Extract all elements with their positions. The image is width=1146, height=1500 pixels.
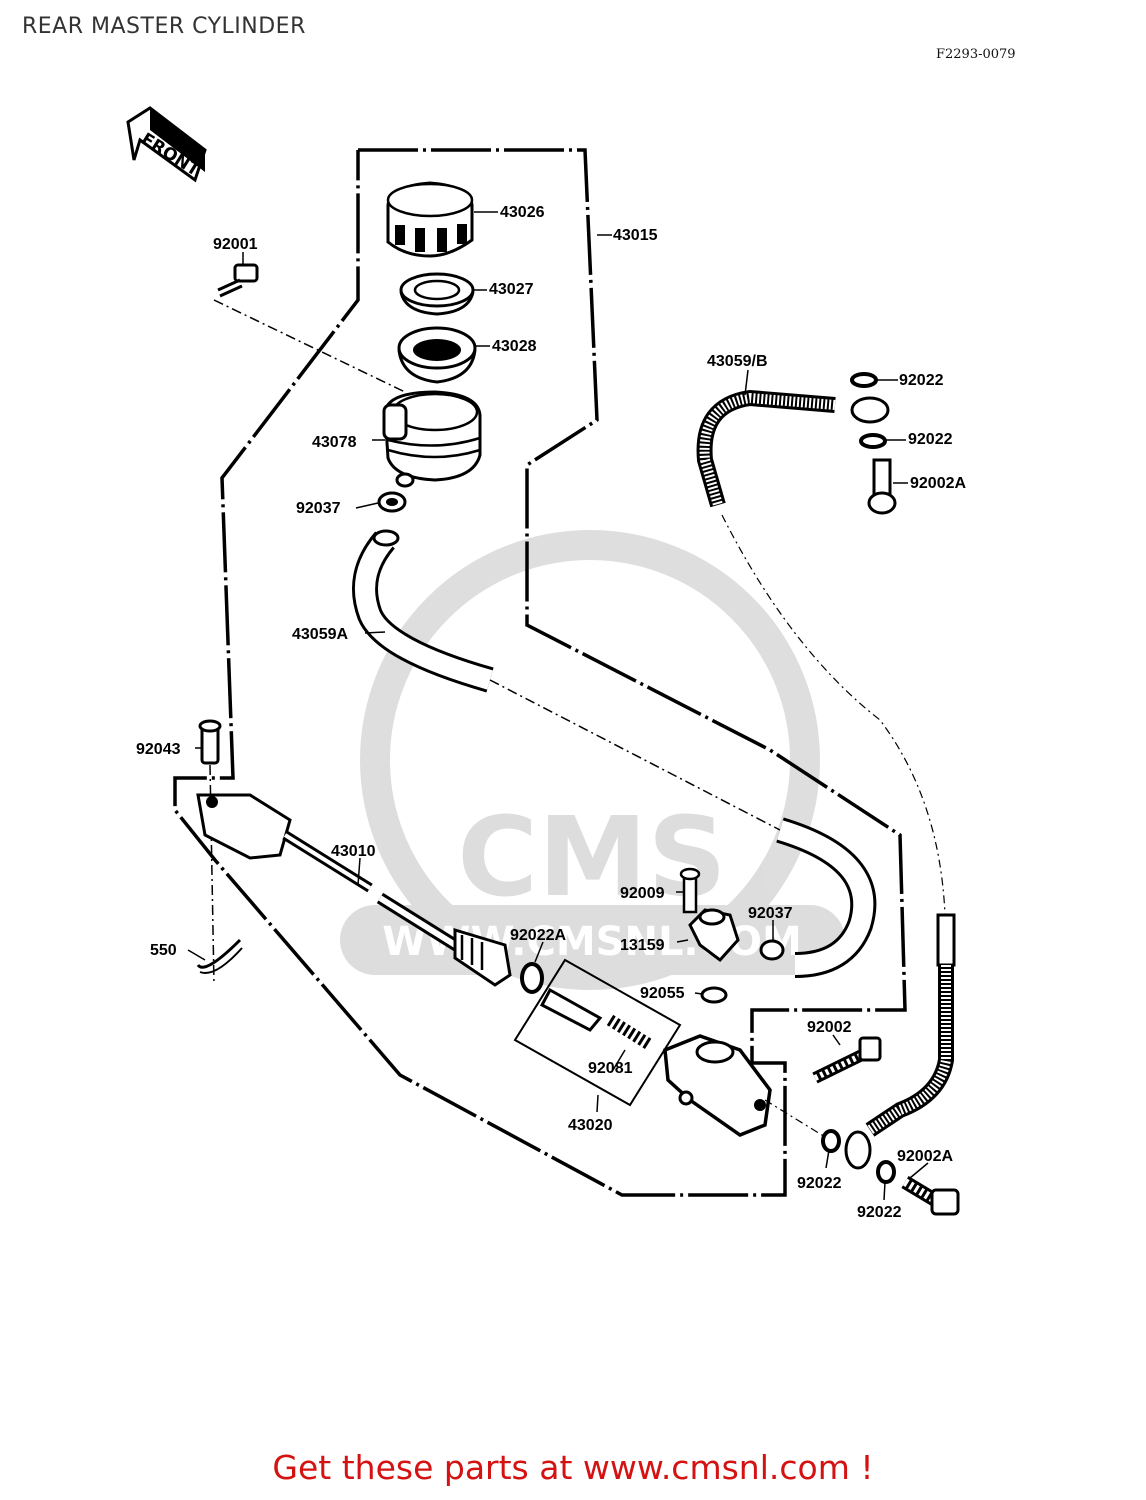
label-43059a: 43059A [292, 626, 348, 643]
leader-lines [187, 211, 929, 1201]
label-92002a-lower: 92002A [897, 1148, 953, 1165]
reservoir-cap [386, 181, 474, 258]
label-92081: 92081 [588, 1060, 633, 1077]
reservoir-hose [352, 529, 877, 978]
reservoir-bolt [213, 263, 406, 393]
label-92022-lower-2: 92022 [857, 1204, 902, 1221]
label-13159: 13159 [620, 937, 665, 954]
label-43026: 43026 [500, 204, 545, 221]
label-92022-upper-2: 92022 [908, 431, 953, 448]
label-43028: 43028 [492, 338, 537, 355]
page-title: REAR MASTER CYLINDER [22, 14, 306, 39]
piston-kit-outline [513, 958, 682, 1107]
label-92022-upper-1: 92022 [899, 372, 944, 389]
label-92055: 92055 [640, 985, 685, 1002]
label-92002a-upper: 92002A [910, 475, 966, 492]
hose-clamp-upper [377, 491, 407, 513]
assembly-outline-43015 [173, 148, 907, 1197]
master-cylinder-body [663, 1034, 772, 1137]
label-92037-upper: 92037 [296, 500, 341, 517]
reservoir-tank [382, 390, 482, 488]
part-labels: 43026 43015 92001 43027 43028 43059/B 92… [136, 204, 966, 1221]
diaphragm [399, 272, 475, 316]
push-rod [196, 793, 512, 987]
watermark-brand: CMS [457, 793, 726, 921]
label-92022a: 92022A [510, 927, 566, 944]
label-43059b: 43059/B [707, 353, 768, 370]
label-43010: 43010 [331, 843, 376, 860]
circlip [520, 962, 544, 994]
label-92001: 92001 [213, 236, 258, 253]
cotter-pin [196, 938, 243, 974]
label-550: 550 [150, 942, 177, 959]
label-43015: 43015 [613, 227, 658, 244]
label-43078: 43078 [312, 434, 357, 451]
label-43020: 43020 [568, 1117, 613, 1134]
front-arrow: FRONT [126, 106, 207, 183]
label-92037-lower: 92037 [748, 905, 793, 922]
label-92022-lower-1: 92022 [797, 1175, 842, 1192]
footer-promo-link[interactable]: Get these parts at www.cmsnl.com ! [272, 1448, 874, 1487]
label-43027: 43027 [489, 281, 534, 298]
mounting-bolt [812, 1036, 882, 1084]
banjo-bolts [867, 458, 960, 1216]
figure-code: F2293-0079 [936, 47, 1016, 62]
o-ring [700, 986, 728, 1004]
label-92002: 92002 [807, 1019, 852, 1036]
diaphragm-plate [397, 326, 477, 384]
clevis-pin [198, 719, 222, 986]
hose-clamp-lower [759, 939, 785, 961]
washers [821, 372, 896, 1184]
brake-hose [696, 389, 956, 1170]
label-92043: 92043 [136, 741, 181, 758]
hose-fitting [679, 867, 740, 963]
label-92009: 92009 [620, 885, 665, 902]
